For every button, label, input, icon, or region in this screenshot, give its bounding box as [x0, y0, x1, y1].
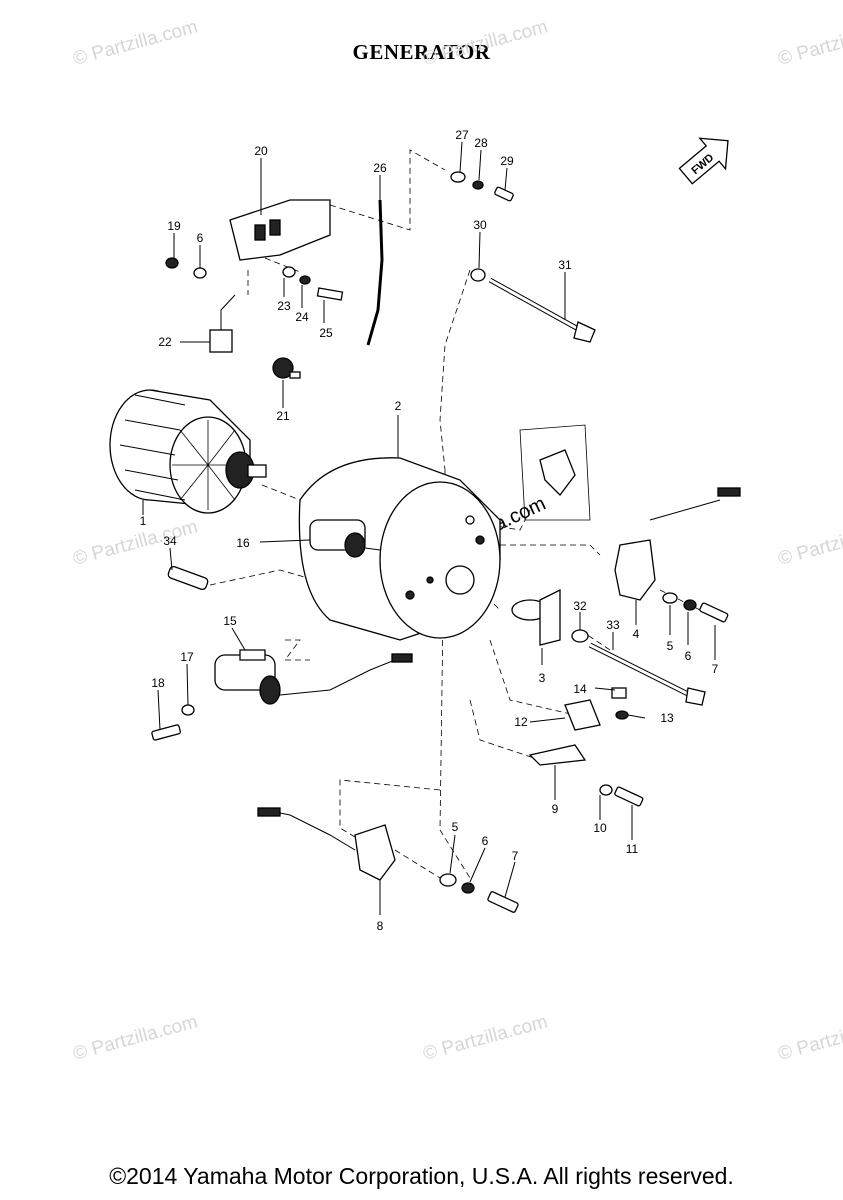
- part-33-bolt: [588, 642, 706, 706]
- callout-30: 30: [473, 218, 487, 232]
- callout-27: 27: [455, 128, 469, 142]
- callout-24: 24: [295, 310, 309, 324]
- callout-13: 13: [660, 711, 674, 725]
- callout-1: 1: [140, 514, 147, 528]
- callout-31: 31: [558, 258, 572, 272]
- part-9-plate: [528, 744, 587, 766]
- callout-9: 9: [552, 802, 559, 816]
- callout-16: 16: [236, 536, 250, 550]
- part-26-wire: [366, 199, 384, 346]
- part-22-brush: [209, 294, 236, 353]
- callout-21: 21: [276, 409, 290, 423]
- callout-25: 25: [319, 326, 333, 340]
- part-2-housing: [298, 457, 501, 641]
- watermark: © Partzilla.com: [776, 516, 843, 569]
- callout-22: 22: [158, 335, 172, 349]
- part-15-condenser: [214, 649, 413, 705]
- callout-34: 34: [163, 534, 177, 548]
- callout-12: 12: [514, 715, 528, 729]
- part-3-bracket: [511, 424, 591, 646]
- callout-6: 6: [685, 649, 692, 663]
- callout-5-lower: 5: [452, 820, 459, 834]
- callout-23: 23: [277, 299, 291, 313]
- part-20-regulator: [229, 199, 331, 261]
- callout-28: 28: [474, 136, 488, 150]
- callout-7-lower: 7: [512, 849, 519, 863]
- watermark: © Partzilla.com: [71, 16, 200, 69]
- callout-10: 10: [593, 821, 607, 835]
- part-16-capacitor: [309, 519, 381, 558]
- fasteners: [151, 171, 729, 913]
- callout-7: 7: [712, 662, 719, 676]
- callout-26: 26: [373, 161, 387, 175]
- callout-5: 5: [667, 639, 674, 653]
- callout-29: 29: [500, 154, 514, 168]
- callout-6-lower: 6: [482, 834, 489, 848]
- part-34-pin: [167, 565, 209, 591]
- callout-33: 33: [606, 618, 620, 632]
- callout-3: 3: [539, 671, 546, 685]
- watermark: © Partzilla.com: [776, 16, 843, 69]
- callout-8: 8: [377, 919, 384, 933]
- callout-18: 18: [151, 676, 165, 690]
- callout-15: 15: [223, 614, 237, 628]
- callout-20: 20: [254, 144, 268, 158]
- diagram-title: GENERATOR: [352, 40, 491, 64]
- watermark: © Partzilla.com: [71, 516, 200, 569]
- part-4-brush-holder: [614, 487, 741, 601]
- callout-19: 19: [167, 219, 181, 233]
- part-21-gear: [272, 357, 301, 379]
- callout-11: 11: [626, 842, 639, 856]
- callout-2: 2: [395, 399, 402, 413]
- part-1-armature: [109, 389, 267, 514]
- watermark: © Partzilla.com: [776, 1011, 843, 1064]
- callout-6-upper: 6: [197, 231, 204, 245]
- part-31-bolt: [488, 277, 596, 343]
- watermark: © Partzilla.com: [421, 16, 550, 69]
- leader-lines: [142, 141, 716, 915]
- callout-4: 4: [633, 627, 640, 641]
- fwd-arrow-icon: FWD: [678, 137, 729, 185]
- callout-labels: 1 2 3 4 5 6 7 8 9 10 11 12 13 14 15 16 1…: [140, 128, 719, 933]
- callout-14: 14: [573, 682, 587, 696]
- watermark: © Partzilla.com: [71, 1011, 200, 1064]
- part-12-clip: [564, 699, 601, 731]
- callout-17: 17: [180, 650, 194, 664]
- watermark: © Partzilla.com: [421, 1011, 550, 1064]
- copyright-footer: ©2014 Yamaha Motor Corporation, U.S.A. A…: [109, 1163, 734, 1189]
- callout-32: 32: [573, 599, 587, 613]
- part-8-brush-holder: [257, 807, 396, 881]
